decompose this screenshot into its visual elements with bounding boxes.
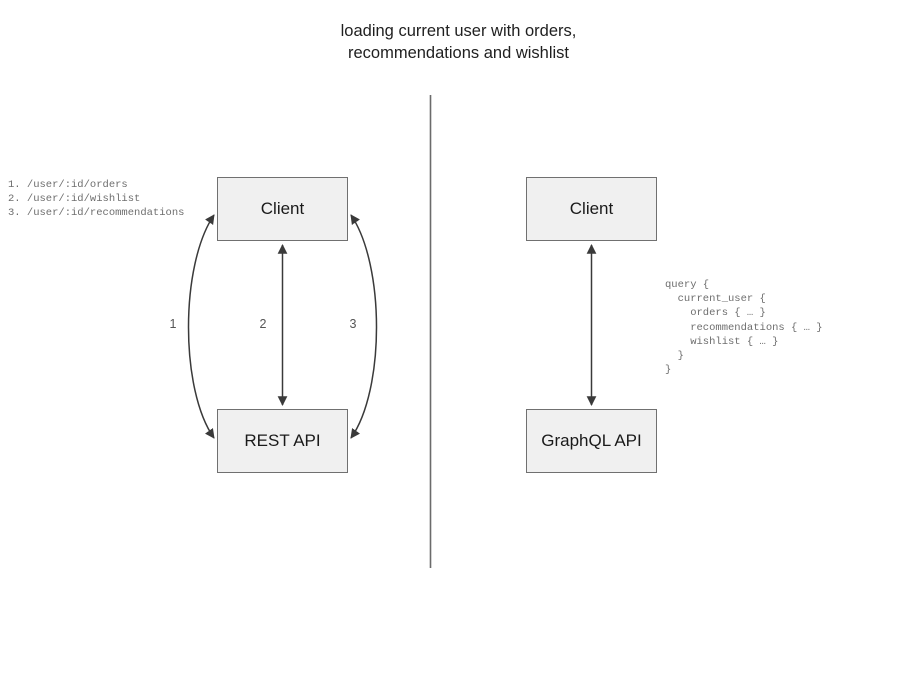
page-title: loading current user with orders, recomm… (340, 22, 577, 62)
node-client-rest[interactable]: Client (217, 177, 348, 241)
edge-label-3: 3 (349, 317, 357, 331)
node-client-graphql[interactable]: Client (526, 177, 657, 241)
edge-rest-1 (187, 214, 215, 439)
edge-label-1: 1 (169, 317, 177, 331)
node-rest-api[interactable]: REST API (217, 409, 348, 473)
graphql-query-block: query { current_user { orders { … } reco… (665, 279, 823, 377)
edge-label-2: 2 (259, 317, 267, 331)
node-graphql-api[interactable]: GraphQL API (526, 409, 657, 473)
edge-rest-3 (350, 214, 378, 439)
rest-endpoints-list: 1. /user/:id/orders 2. /user/:id/wishlis… (8, 179, 185, 220)
